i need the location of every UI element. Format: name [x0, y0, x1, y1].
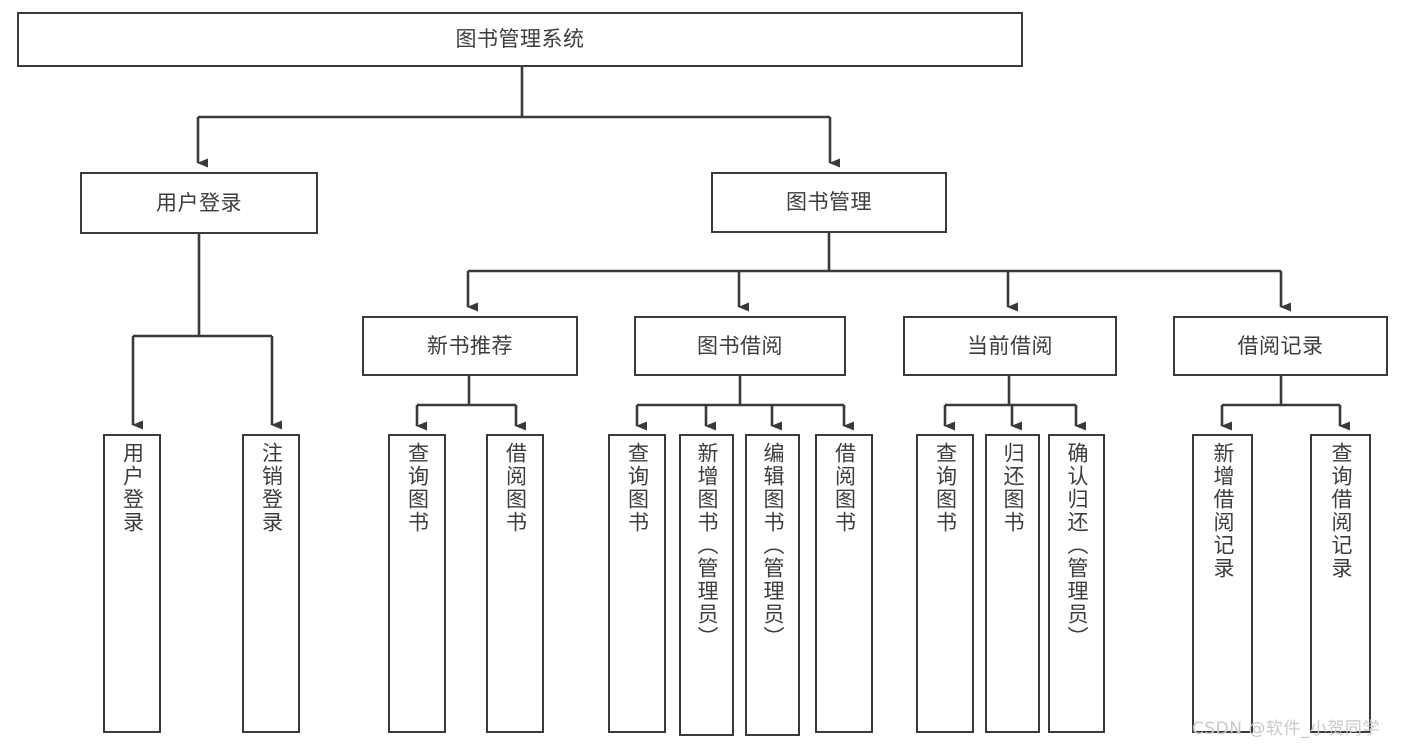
node-root[interactable]: 图书管理系统	[17, 12, 1023, 67]
node-leaf-borrow-book[interactable]: 借阅图书	[815, 434, 873, 733]
csdn-watermark: CSDN @软件_小贺同学	[1192, 719, 1380, 739]
node-leaf-borrow-book-recommend[interactable]: 借阅图书	[486, 434, 544, 733]
node-current-borrow-label: 当前借阅	[967, 333, 1053, 358]
node-book-borrow[interactable]: 图书借阅	[634, 316, 846, 376]
node-new-book-recommend[interactable]: 新书推荐	[362, 316, 578, 376]
node-current-borrow[interactable]: 当前借阅	[903, 316, 1117, 376]
node-leaf-confirm-return[interactable]: 确认归还（管理员）	[1048, 434, 1105, 733]
node-leaf-add-borrow-record[interactable]: 新增借阅记录	[1192, 434, 1253, 733]
node-leaf-user-login-label: 用户登录	[120, 442, 145, 534]
node-leaf-edit-book-label: 编辑图书（管理员）	[761, 442, 785, 649]
node-book-management-label: 图书管理	[786, 190, 872, 215]
node-leaf-add-book[interactable]: 新增图书（管理员）	[679, 434, 734, 736]
node-leaf-query-book-current[interactable]: 查询图书	[916, 434, 974, 733]
node-leaf-confirm-return-label: 确认归还（管理员）	[1065, 442, 1089, 649]
node-root-label: 图书管理系统	[455, 27, 585, 52]
node-leaf-return-book-label: 归还图书	[1001, 442, 1025, 534]
node-borrow-record-label: 借阅记录	[1237, 333, 1324, 358]
node-borrow-record[interactable]: 借阅记录	[1173, 316, 1388, 376]
node-leaf-borrow-book-label: 借阅图书	[832, 442, 857, 534]
node-leaf-query-book-borrow-label: 查询图书	[625, 442, 650, 534]
node-book-management[interactable]: 图书管理	[711, 172, 947, 233]
node-leaf-query-book-recommend-label: 查询图书	[405, 442, 430, 534]
node-leaf-add-book-label: 新增图书（管理员）	[695, 442, 719, 649]
node-new-book-recommend-label: 新书推荐	[427, 333, 513, 358]
node-leaf-user-login[interactable]: 用户登录	[103, 434, 161, 733]
node-leaf-add-borrow-record-label: 新增借阅记录	[1211, 442, 1235, 580]
node-leaf-query-book-current-label: 查询图书	[933, 442, 958, 534]
node-leaf-logout-label: 注销登录	[259, 442, 284, 534]
node-leaf-borrow-book-recommend-label: 借阅图书	[503, 442, 528, 534]
node-user-login-label: 用户登录	[156, 190, 242, 215]
node-leaf-query-book-borrow[interactable]: 查询图书	[608, 434, 666, 733]
node-user-login[interactable]: 用户登录	[80, 172, 318, 234]
node-leaf-return-book[interactable]: 归还图书	[985, 434, 1040, 733]
node-leaf-query-borrow-record[interactable]: 查询借阅记录	[1310, 434, 1371, 733]
node-leaf-edit-book[interactable]: 编辑图书（管理员）	[745, 434, 800, 736]
node-leaf-logout[interactable]: 注销登录	[242, 434, 300, 733]
node-leaf-query-borrow-record-label: 查询借阅记录	[1329, 442, 1353, 580]
node-leaf-query-book-recommend[interactable]: 查询图书	[388, 434, 446, 733]
node-book-borrow-label: 图书借阅	[697, 333, 783, 358]
